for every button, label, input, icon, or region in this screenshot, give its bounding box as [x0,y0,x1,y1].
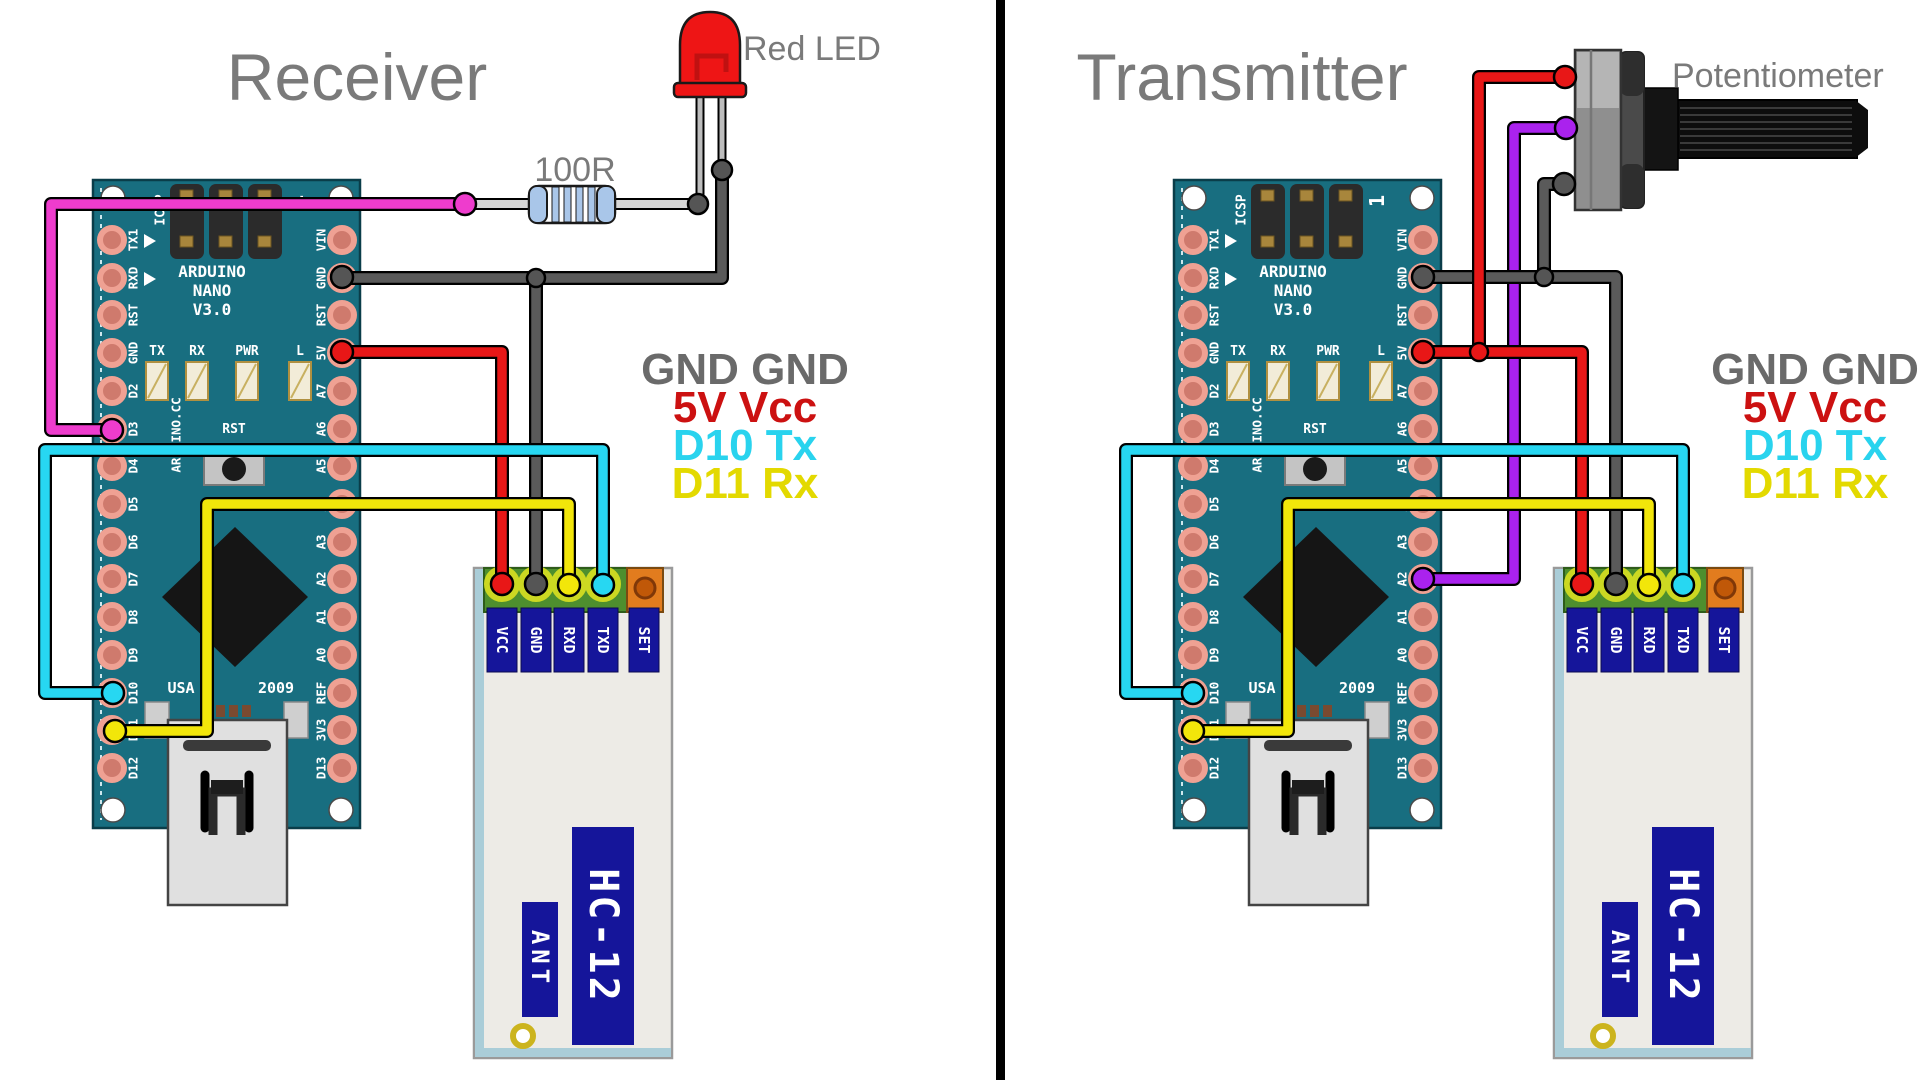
transmitter-legend: GND GND 5V Vcc D10 Tx D11 Rx [1711,345,1919,508]
wire-5v-vcc [342,345,509,584]
receiver-title: Receiver [227,40,487,114]
pot-shaft-tip [1855,100,1868,158]
wire-d10-txd [1121,445,1688,698]
terminal-d11 [1180,718,1206,744]
terminal-5v-pin [329,339,355,365]
wire-5v-pot [1474,72,1565,352]
junction-cathode [710,158,734,182]
wire-5v-vcc [342,347,507,584]
terminal-hc12-gnd [1603,571,1629,597]
terminal-a2 [1410,566,1436,592]
wire-5v-pot [1472,70,1565,352]
receiver-circuit [38,10,748,744]
terminal-5v-pin [1410,339,1436,365]
junction-gnd [1533,266,1555,288]
pot-bushing [1641,87,1679,171]
terminal-pot-vcc [1552,64,1578,90]
terminal-magenta-resistor [452,191,478,217]
legend-gnd: GND GND [641,345,849,394]
resistor-band [575,186,584,223]
terminal-hc12-vcc [1569,571,1595,597]
wire-d11-rxd [1193,499,1654,736]
hc12-receiver [474,568,672,1058]
led-flange [672,81,748,99]
resistor-cap [596,185,616,224]
junction-resistor-anode [686,192,710,216]
potentiometer [1573,48,1868,212]
terminal-pot-gnd [1551,171,1577,197]
terminal-gnd-pin [1410,264,1436,290]
terminal-hc12-txd [590,572,616,598]
pot-nut-facet [1620,164,1644,208]
legend-tx: D10 Tx [1743,421,1888,470]
wire-gnd-hc12 [1423,272,1621,584]
red-led [672,10,748,99]
hc12-transmitter [1554,568,1752,1058]
terminal-d10 [100,680,126,706]
junction-gnd [525,267,547,289]
arduino-nano-receiver [93,180,360,905]
legend-gnd: GND GND [1711,345,1919,394]
potentiometer-label: Potentiometer [1672,57,1884,95]
terminal-d3 [99,417,125,443]
terminal-hc12-txd [1670,572,1696,598]
transmitter-title: Transmitter [1076,40,1407,114]
legend-vcc: 5V Vcc [1743,383,1887,432]
resistor-band [551,186,560,223]
terminal-gnd-pin [329,264,355,290]
wire-gnd-led [342,170,727,283]
led-dome [678,10,742,87]
terminal-d11 [102,718,128,744]
resistor-100r [527,184,617,225]
legend-tx: D10 Tx [673,421,818,470]
wire-5v-vcc [1423,347,1587,584]
wire-5v-vcc [1423,345,1589,584]
terminal-hc12-rxd [1636,572,1662,598]
wire-gnd-led [342,170,729,285]
pot-body-highlight [1577,52,1619,108]
legend-rx: D11 Rx [1742,459,1889,508]
resistor-label: 100R [534,151,615,189]
terminal-d10 [1180,680,1206,706]
wire-d3-led [46,199,465,435]
legend-vcc: 5V Vcc [673,383,817,432]
section-divider [996,0,1005,1080]
resistor-band [587,186,596,223]
junction-5v [1468,341,1490,363]
wire-d11-rxd [115,499,574,736]
transmitter-circuit [1119,48,1868,744]
pot-shaft-knurl [1680,107,1852,151]
resistor-cap [528,185,548,224]
wire-pot-gnd [1539,179,1564,277]
led-reflector-detail [694,53,729,80]
receiver-legend: GND GND 5V Vcc D10 Tx D11 Rx [641,345,849,508]
legend-rx: D11 Rx [672,459,819,508]
red-led-label: Red LED [743,30,881,68]
terminal-hc12-rxd [556,572,582,598]
arduino-nano-transmitter [1174,180,1441,905]
terminal-hc12-vcc [489,571,515,597]
terminal-hc12-gnd [523,571,549,597]
wire-d10-txd [40,445,608,698]
terminal-pot-wiper [1553,115,1579,141]
resistor-band [563,186,572,223]
pot-nut-facet [1620,52,1644,96]
